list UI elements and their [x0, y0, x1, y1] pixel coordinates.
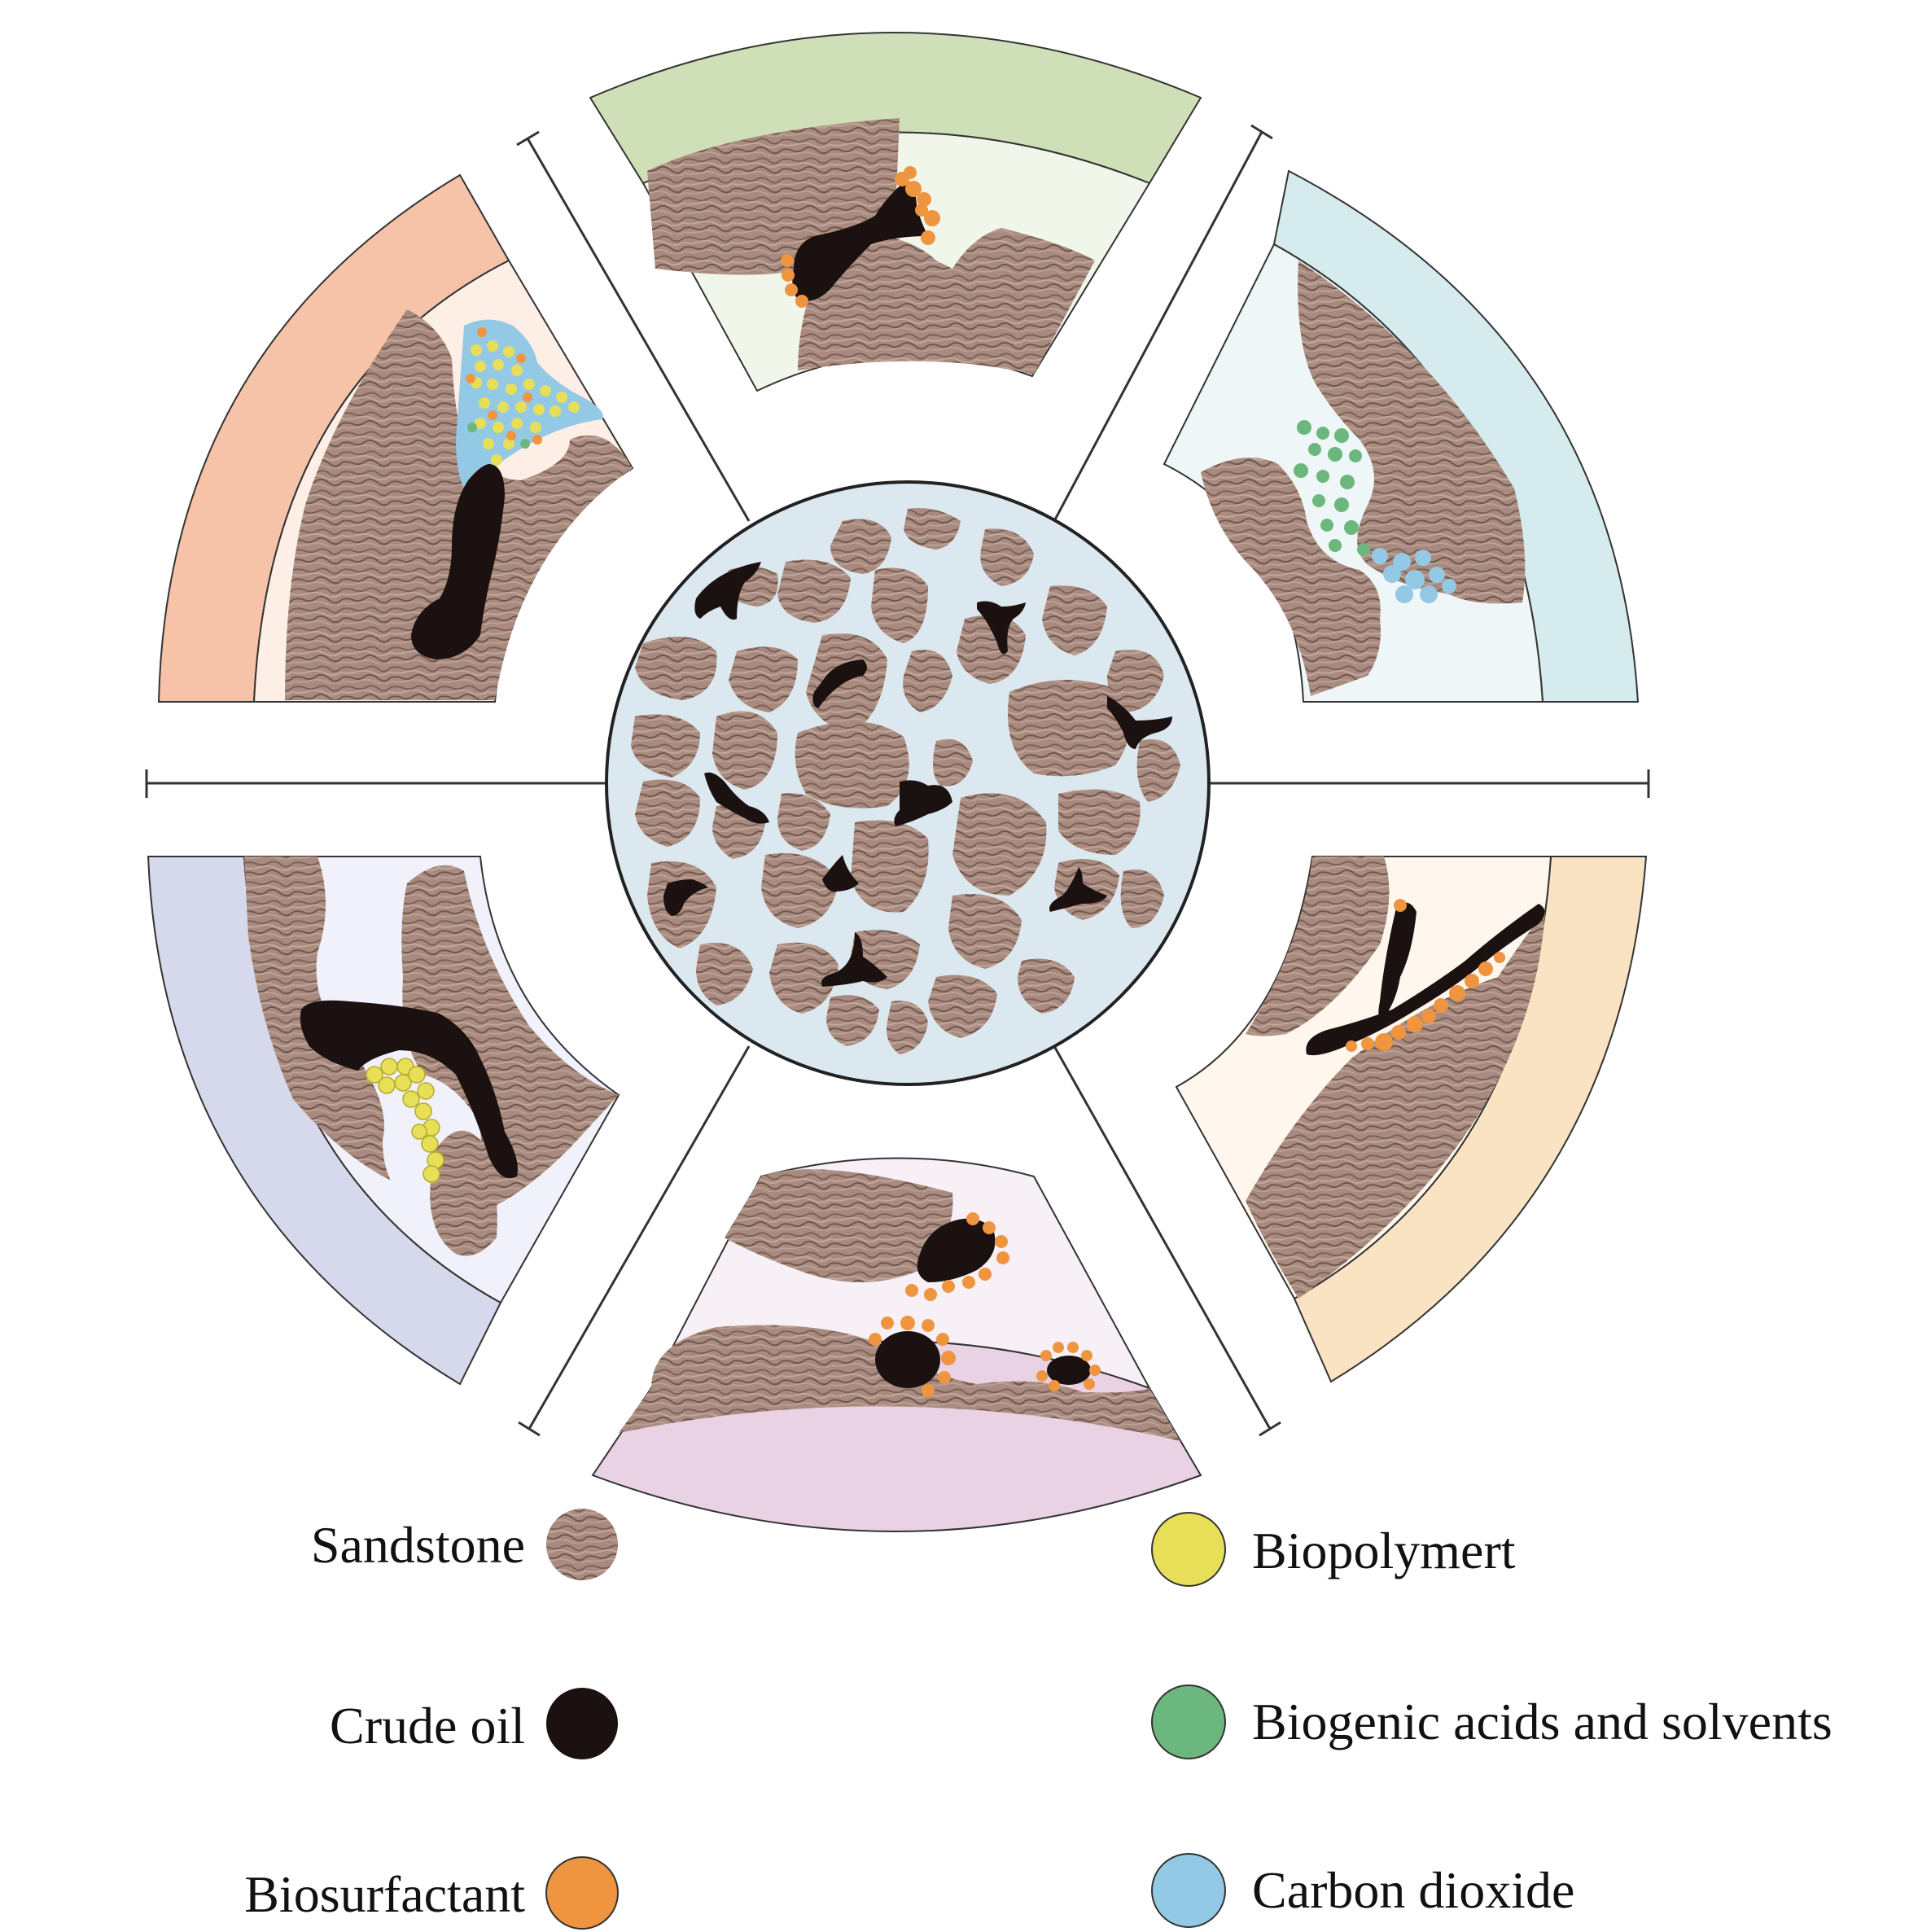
crude-oil-droplet — [300, 1000, 518, 1179]
sandstone-grain — [1058, 789, 1141, 855]
sector-lower-left-biopolymer — [147, 856, 620, 1386]
trapped-crude-oil — [663, 562, 1172, 987]
sandstone-grain — [830, 519, 891, 574]
sandstone-grain — [903, 650, 952, 712]
sandstone-grain — [1136, 739, 1180, 802]
legend-swatch-biogenic-acids — [1151, 1684, 1226, 1759]
biopolymer-cluster — [366, 1058, 444, 1183]
sandstone-grain — [712, 711, 777, 790]
sandstone-grain — [933, 738, 973, 786]
sector-lower-right-biosurfactant — [1175, 856, 1648, 1383]
sandstone-grain — [806, 633, 887, 733]
sandstone-grain — [777, 793, 830, 851]
legend-swatch-biopolymer — [1151, 1512, 1226, 1587]
legend-swatch-biosurfactant — [545, 1856, 619, 1930]
sandstone-grain — [1201, 458, 1381, 696]
crude-oil-droplet — [875, 1331, 940, 1388]
sandstone-grain — [851, 820, 929, 913]
sandstone-grain — [887, 1001, 928, 1054]
sandstone-grain — [761, 853, 839, 928]
sandstone-grain — [1298, 261, 1526, 604]
sandstone-grain — [725, 1169, 953, 1282]
sandstone-grain — [1042, 585, 1107, 655]
reservoir-core-cross-section — [605, 480, 1211, 1086]
biosurfactant-cluster — [869, 1212, 1101, 1397]
legend-label-carbon-dioxide: Carbon dioxide — [1252, 1861, 1575, 1919]
biopolymer-cluster — [471, 340, 580, 466]
biogenic-acids-cluster — [467, 423, 530, 449]
crude-oil-droplet — [792, 179, 928, 301]
crude-oil-droplet — [1047, 1356, 1091, 1385]
sandstone-grain — [795, 721, 909, 808]
biosurfactant-cluster — [781, 166, 940, 308]
biosurfactant-cluster — [1346, 899, 1505, 1052]
crude-oil-droplet — [411, 464, 505, 659]
crude-oil-droplet — [1378, 902, 1417, 1019]
sandstone-grain — [1008, 680, 1130, 777]
sector-top-emulsification — [589, 32, 1202, 392]
crude-oil-droplet — [1306, 904, 1545, 1056]
sector-upper-left-biopolymer — [157, 173, 634, 703]
legend-label-crude-oil: Crude oil — [330, 1697, 525, 1755]
sandstone-grain — [928, 975, 997, 1038]
sandstone-grain — [1120, 870, 1164, 928]
sector-bottom-biosurfactant — [591, 1157, 1202, 1532]
sandstone-grain — [635, 779, 700, 847]
sandstone-grain — [631, 714, 700, 778]
sandstone-grain — [948, 894, 1022, 969]
sandstone-grain — [957, 615, 1026, 684]
sandstone-grain — [980, 528, 1034, 586]
sandstone-grain — [1246, 856, 1390, 1036]
sandstone-grain — [952, 793, 1047, 896]
biosurfactant-cluster — [466, 327, 542, 445]
legend-swatch-carbon-dioxide — [1151, 1853, 1226, 1928]
biogenic-acids-cluster — [1294, 420, 1370, 556]
sandstone-grain — [1018, 958, 1075, 1014]
legend-swatch-crude-oil — [546, 1688, 618, 1759]
legend — [545, 1509, 1226, 1930]
sandstone-grain — [1246, 912, 1545, 1299]
sandstone-grain — [401, 865, 619, 1205]
sandstone-grain — [777, 559, 851, 623]
sector-upper-right-biogenic-acids — [1163, 169, 1640, 703]
sandstone-grain — [871, 567, 928, 643]
legend-label-biosurfactant: Biosurfactant — [244, 1865, 525, 1923]
sandstone-grain — [729, 646, 798, 712]
sandstone-grain — [635, 637, 717, 700]
sandstone-grain — [696, 943, 753, 1005]
sandstone-grain — [430, 1130, 497, 1256]
sandstone-grain — [769, 942, 839, 1014]
sandstone-grain — [904, 508, 961, 550]
sandstone-grain — [798, 228, 1095, 375]
legend-swatch-sandstone — [546, 1509, 618, 1580]
crude-oil-droplet — [917, 1218, 996, 1282]
separator-lines — [145, 124, 1650, 1437]
legend-label-biopolymer: Biopolymert — [1252, 1522, 1516, 1579]
carbon-dioxide-cluster — [1372, 548, 1456, 603]
sandstone-grain — [826, 995, 879, 1046]
legend-label-biogenic-acids: Biogenic acids and solvents — [1252, 1693, 1832, 1750]
legend-label-sandstone: Sandstone — [310, 1516, 525, 1574]
